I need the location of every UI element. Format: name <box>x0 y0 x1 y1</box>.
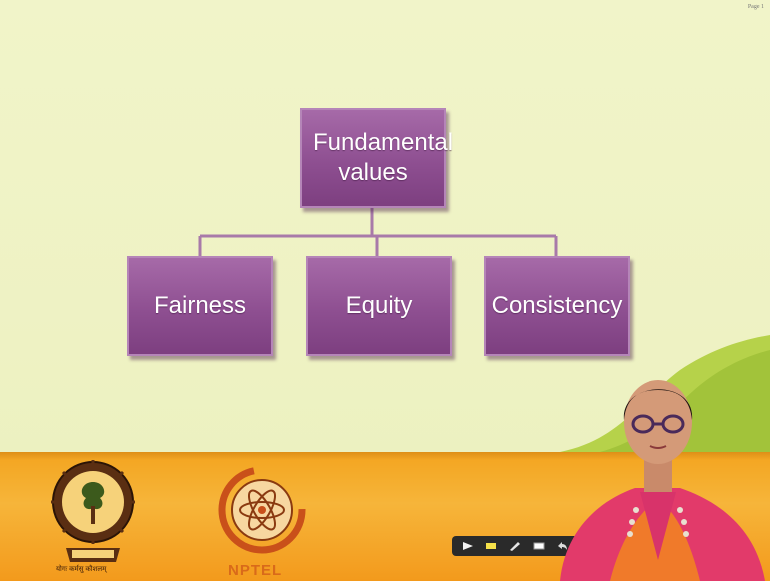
nptel-logo-icon <box>218 466 306 554</box>
eraser-icon[interactable] <box>533 541 545 551</box>
root-node-label: Fundamental values <box>313 129 454 186</box>
undo-icon[interactable] <box>556 541 568 551</box>
page-number: Page 1 <box>747 4 764 10</box>
highlighter-icon[interactable] <box>485 541 497 551</box>
presenter-video-overlay <box>560 380 765 581</box>
child-node-label: Equity <box>345 292 413 319</box>
footer-shadow <box>0 452 770 460</box>
pointer-icon[interactable] <box>462 541 474 551</box>
child-node-consistency: Consistency <box>484 256 630 356</box>
child-node-label: Fairness <box>153 292 247 319</box>
child-node-equity: Equity <box>306 256 452 356</box>
child-node-fairness: Fairness <box>127 256 273 356</box>
iit-logo-caption: योगः कर्मसु कौशलम् <box>56 566 107 573</box>
root-node-fundamental-values: Fundamental values <box>300 108 454 208</box>
nptel-wordmark: NPTEL <box>228 562 283 579</box>
annotation-toolbar[interactable] <box>452 536 578 556</box>
child-node-label: Consistency <box>491 292 623 319</box>
iit-kharagpur-logo-icon <box>51 460 135 562</box>
pen-icon[interactable] <box>509 541 521 551</box>
